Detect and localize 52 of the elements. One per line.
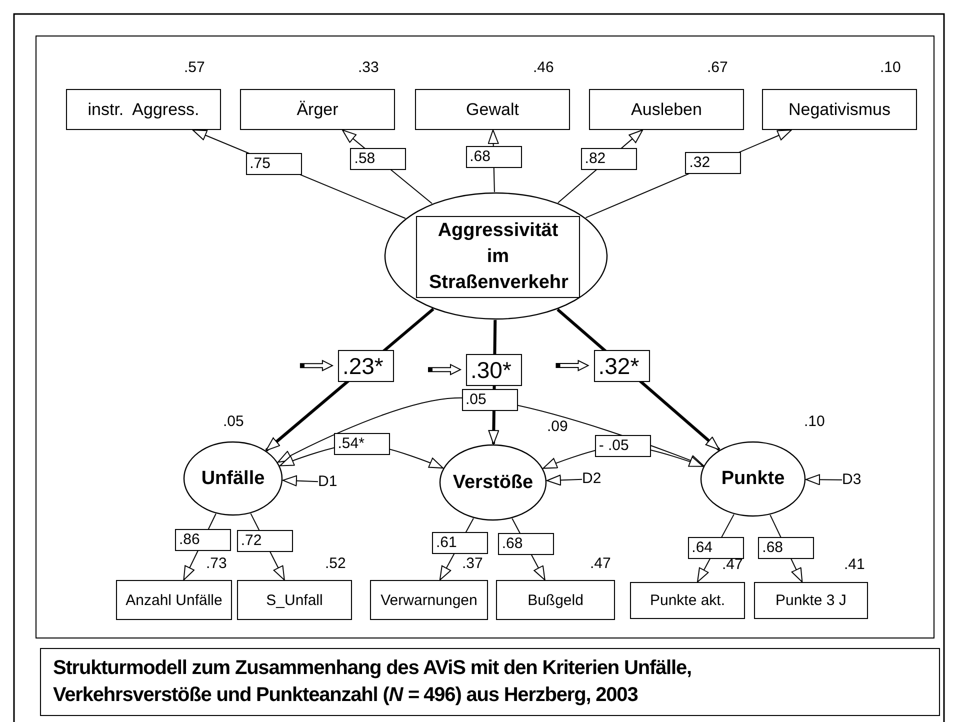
path-coefficient: .72	[236, 530, 293, 552]
path-coefficient: .75	[246, 152, 302, 175]
r-squared-value: .09	[547, 418, 568, 435]
disturbance-label: D2	[582, 470, 606, 488]
indicator-box: Punkte akt.	[630, 582, 745, 619]
path-coefficient: .32	[685, 152, 742, 174]
r-squared-value: .47	[590, 555, 611, 572]
indicator-box: Gewalt	[415, 89, 570, 130]
path-coefficient: .23*	[338, 350, 394, 382]
indicator-box: Bußgeld	[496, 580, 615, 620]
indicator-box: instr. Aggress.	[66, 89, 221, 130]
indicator-box: Ausleben	[589, 89, 744, 130]
path-coefficient: .68	[758, 537, 814, 560]
factor-label: Punkte	[720, 467, 786, 491]
r-squared-value: .33	[358, 59, 379, 76]
r-squared-value: .10	[804, 413, 825, 430]
path-coefficient: - .05	[594, 434, 651, 457]
path-coefficient: .82	[580, 148, 637, 170]
arrow	[806, 474, 842, 486]
factor-label: Unfälle	[200, 466, 266, 490]
r-squared-value: .41	[844, 556, 865, 573]
arrow	[546, 474, 582, 486]
indicator-box: Negativismus	[762, 89, 917, 130]
path-coefficient: .86	[175, 529, 232, 552]
indicator-box: Punkte 3 J	[754, 582, 868, 619]
indicator-box: S_Unfall	[237, 580, 352, 620]
caption: Strukturmodell zum Zusammenhang des AViS mit den Kriterien Unfälle, Verkehrsverstöße und Punkteanzahl (N = 496) aus Herzberg, 2003	[53, 656, 692, 708]
indicator-box: Verwarnungen	[370, 580, 488, 620]
arrow	[282, 475, 318, 486]
indicator-box: Ärger	[240, 89, 395, 130]
r-squared-value: .05	[223, 413, 244, 430]
indicator-box: Anzahl Unfälle	[116, 580, 232, 620]
path-coefficient: .30*	[466, 354, 522, 386]
path-coefficient: .54*	[334, 433, 390, 456]
r-squared-value: .46	[533, 59, 554, 76]
construct-label: Aggressivität im Straßenverkehr	[416, 216, 580, 298]
r-squared-value: .10	[880, 59, 901, 76]
r-squared-value: .73	[206, 555, 227, 572]
path-coefficient: .64	[688, 537, 744, 560]
path-coefficient: .58	[350, 148, 406, 170]
path-coefficient: .68	[466, 146, 522, 168]
r-squared-value: .37	[462, 555, 483, 572]
r-squared-value: .67	[707, 59, 728, 76]
path-coefficient: .61	[432, 532, 488, 554]
disturbance-label: D3	[842, 471, 866, 489]
factor-label: Verstöße	[452, 470, 534, 494]
path-coefficient: .68	[498, 533, 554, 556]
disturbance-label: D1	[318, 473, 342, 491]
r-squared-value: .52	[325, 555, 346, 572]
path-coefficient: .32*	[594, 350, 650, 382]
r-squared-value: .57	[184, 59, 205, 76]
path-coefficient: .05	[462, 389, 518, 412]
